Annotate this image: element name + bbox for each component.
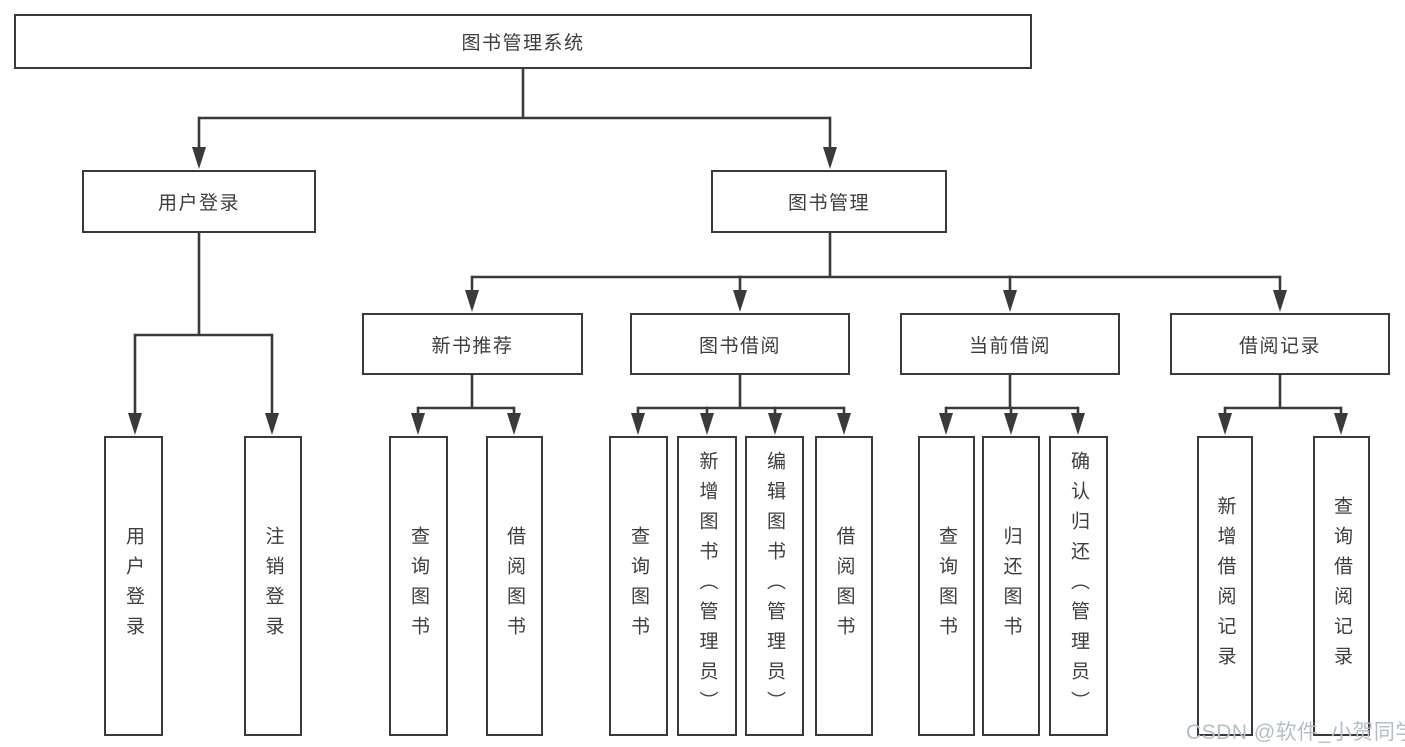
node-label: 注销登录 bbox=[262, 526, 284, 646]
node-label: 新增图书（管理员） bbox=[696, 451, 718, 721]
node-label: 编辑图书（管理员） bbox=[764, 451, 785, 721]
leaf-bb-edit-books-admin: 编辑图书（管理员） bbox=[745, 436, 804, 736]
node-book-borrowing: 图书借阅 bbox=[630, 313, 850, 375]
node-label: 借阅图书 bbox=[833, 526, 855, 646]
leaf-cb-query-books: 查询图书 bbox=[918, 436, 975, 736]
leaf-user-login: 用户登录 bbox=[104, 436, 163, 736]
leaf-br-query-record: 查询借阅记录 bbox=[1313, 436, 1370, 736]
node-label: 归还图书 bbox=[1000, 526, 1022, 646]
node-label: 用户登录 bbox=[157, 193, 240, 214]
node-label: 查询图书 bbox=[936, 526, 957, 646]
leaf-bb-add-books-admin: 新增图书（管理员） bbox=[677, 436, 737, 736]
leaf-bb-borrow-books: 借阅图书 bbox=[815, 436, 873, 736]
node-label: 新增借阅记录 bbox=[1214, 496, 1236, 676]
node-label: 确认归还（管理员） bbox=[1068, 451, 1089, 721]
node-library-management-system: 图书管理系统 bbox=[14, 14, 1032, 69]
node-new-book-recommendation: 新书推荐 bbox=[362, 313, 583, 375]
node-borrowing-records: 借阅记录 bbox=[1170, 313, 1390, 375]
node-label: 查询图书 bbox=[408, 526, 429, 646]
leaf-br-add-record: 新增借阅记录 bbox=[1197, 436, 1253, 736]
leaf-nbr-borrow-books: 借阅图书 bbox=[486, 436, 543, 736]
leaf-bb-query-books: 查询图书 bbox=[609, 436, 668, 736]
leaf-cb-confirm-return-admin: 确认归还（管理员） bbox=[1049, 436, 1108, 736]
node-book-management-branch: 图书管理 bbox=[711, 170, 947, 233]
node-label: 新书推荐 bbox=[431, 335, 514, 357]
leaf-logout: 注销登录 bbox=[244, 436, 302, 736]
node-label: 查询借阅记录 bbox=[1331, 496, 1352, 676]
node-label: 当前借阅 bbox=[968, 335, 1051, 357]
node-label: 图书管理系统 bbox=[461, 33, 585, 54]
node-label: 用户登录 bbox=[123, 526, 144, 646]
node-current-borrowing: 当前借阅 bbox=[900, 313, 1120, 375]
node-label: 借阅记录 bbox=[1238, 335, 1321, 357]
node-user-login-branch: 用户登录 bbox=[82, 170, 316, 233]
leaf-nbr-query-books: 查询图书 bbox=[389, 436, 448, 736]
node-label: 图书管理 bbox=[787, 193, 870, 214]
node-label: 图书借阅 bbox=[698, 335, 781, 357]
node-label: 借阅图书 bbox=[504, 526, 525, 646]
node-label: 查询图书 bbox=[628, 526, 649, 646]
watermark: CSDN @软件_小贺同学 bbox=[1186, 721, 1405, 744]
leaf-cb-return-books: 归还图书 bbox=[982, 436, 1040, 736]
